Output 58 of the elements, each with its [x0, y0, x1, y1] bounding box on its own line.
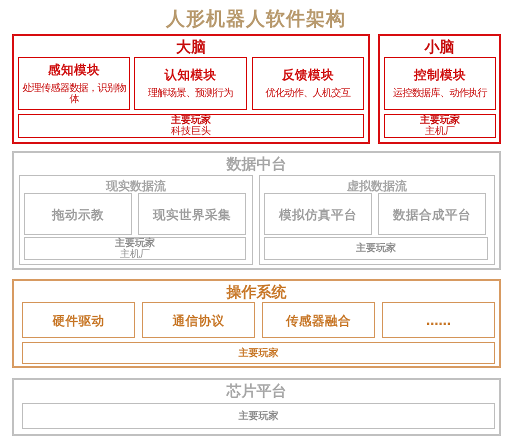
module-box — [382, 302, 495, 338]
module-description: 处理传感器数据，识别物体 — [21, 82, 127, 106]
module-title: 拖动示教 — [52, 206, 104, 222]
module-title: 模拟仿真平台 — [279, 206, 357, 222]
player-box — [22, 342, 495, 364]
player-list: 主机厂 — [425, 126, 455, 137]
module-box — [18, 57, 130, 110]
section-panel — [378, 34, 501, 144]
player-list: 主机厂 — [120, 248, 150, 260]
module-box — [138, 193, 246, 235]
module-box — [384, 57, 496, 110]
subsection-panel — [19, 175, 253, 265]
module-box — [378, 193, 486, 235]
player-heading: 主要玩家 — [171, 115, 211, 126]
section-panel — [12, 378, 501, 436]
player-heading: 主要玩家 — [238, 348, 278, 358]
module-title: 感知模块 — [48, 62, 100, 76]
section-title: 数据中台 — [226, 155, 286, 173]
module-description: 优化动作、人机交互 — [264, 88, 352, 100]
module-title: 传感器融合 — [286, 312, 351, 328]
player-heading: 主要玩家 — [356, 243, 396, 254]
module-title: 认知模块 — [164, 67, 216, 82]
player-heading: 主要玩家 — [115, 238, 155, 248]
module-title: 数据合成平台 — [393, 206, 471, 222]
module-title: …… — [426, 312, 451, 328]
player-box — [24, 237, 246, 260]
player-box — [384, 114, 496, 138]
section-title: 操作系统 — [226, 283, 286, 301]
section-panel — [12, 151, 501, 270]
player-box — [22, 403, 495, 429]
module-box — [252, 57, 364, 110]
module-title: 反馈模块 — [282, 67, 334, 82]
module-description: 运控数据库、动作执行 — [392, 88, 488, 100]
subsection-title: 虚拟数据流 — [347, 179, 407, 194]
subsection-panel — [259, 175, 495, 265]
player-heading: 主要玩家 — [420, 115, 460, 126]
module-description: 理解场景、预测行为 — [147, 88, 234, 100]
section-title: 大脑 — [176, 38, 206, 56]
module-box — [134, 57, 247, 110]
player-list: 科技巨头 — [171, 126, 211, 137]
diagram-title: 人形机器人软件架构 — [164, 7, 347, 32]
module-title: 现实世界采集 — [153, 206, 231, 222]
module-box — [24, 193, 132, 235]
section-title: 小脑 — [424, 38, 454, 56]
module-box — [264, 193, 372, 235]
player-box — [18, 114, 364, 138]
player-heading: 主要玩家 — [238, 410, 278, 422]
section-title: 芯片平台 — [226, 382, 286, 400]
player-box — [264, 237, 488, 260]
section-panel — [12, 34, 370, 144]
module-box — [142, 302, 255, 338]
module-title: 通信协议 — [172, 312, 224, 328]
module-box — [22, 302, 135, 338]
module-title: 控制模块 — [414, 67, 466, 82]
section-panel — [12, 279, 501, 368]
module-box — [262, 302, 375, 338]
subsection-title: 现实数据流 — [106, 179, 166, 194]
module-title: 硬件驱动 — [52, 312, 104, 328]
